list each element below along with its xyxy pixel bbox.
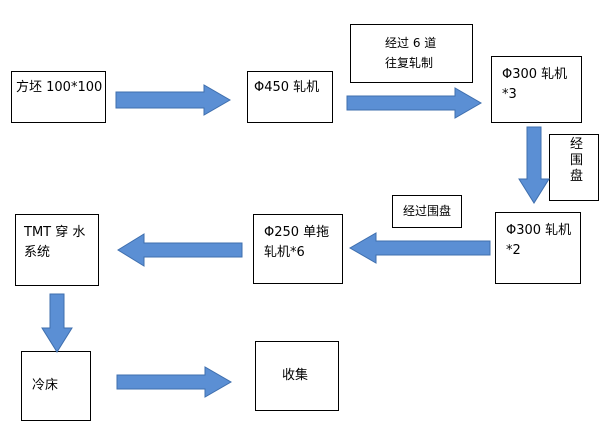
box-text-line: *2 (506, 243, 521, 258)
collect-box: 收集 (255, 341, 339, 411)
box-text-line: 冷床 (32, 378, 59, 393)
box-text-line: 往复轧制 (385, 56, 434, 70)
tmt-system-box: TMT 穿 水系统 (15, 214, 99, 286)
mill-300-x2-box: Φ300 轧机 *2 (495, 212, 581, 284)
arrow-mill300x2-to-mill250 (348, 232, 491, 264)
arrow-mill450-to-mill300x3 (346, 87, 483, 119)
note-6-pass-box: 经过 6 道往复轧制 (350, 24, 473, 83)
box-text-line: Φ250 单拖 (264, 225, 330, 240)
mill-300-x3-box: Φ300 轧机 *3 (491, 56, 582, 123)
cooling-bed-box: 冷床 (21, 351, 91, 421)
box-text-line: 经过 6 道 (385, 36, 437, 50)
note-coil-box: 经过围盘 (392, 195, 462, 228)
mill-250-x6-box: Φ250 单拖轧机*6 (253, 214, 343, 284)
box-text-line: Φ300 轧机 (502, 67, 568, 82)
box-text-line: 方坯 100*100 (16, 80, 103, 95)
arrow-mill250-to-tmt (117, 233, 243, 267)
box-text-line: 收集 (282, 368, 309, 383)
box-text-line: 盘 (570, 169, 584, 184)
box-text-line (282, 346, 336, 366)
mill-450-box: Φ450 轧机 (247, 71, 333, 123)
box-text-line: 经 (570, 137, 584, 152)
arrow-tmt-to-coolingbed (41, 293, 73, 353)
box-text-line: 经过围盘 (403, 204, 452, 218)
box-text-line: 系统 (24, 245, 51, 260)
box-text-line: 围 (570, 153, 584, 168)
box-text-line: Φ450 轧机 (254, 80, 320, 95)
note-coil-vertical-box: 经围盘 (549, 134, 599, 201)
arrow-coolingbed-to-collect (116, 366, 233, 398)
arrow-billet-to-mill450 (115, 84, 232, 116)
box-text-line: *3 (502, 87, 517, 102)
box-text-line: TMT 穿 水 (24, 225, 86, 240)
billet-box: 方坯 100*100 (11, 71, 106, 123)
box-text-line: 轧机*6 (264, 245, 305, 260)
arrow-mill300x3-to-mill300x2 (518, 126, 550, 204)
box-text-line (32, 356, 88, 376)
box-text-line: Φ300 轧机 (506, 223, 572, 238)
